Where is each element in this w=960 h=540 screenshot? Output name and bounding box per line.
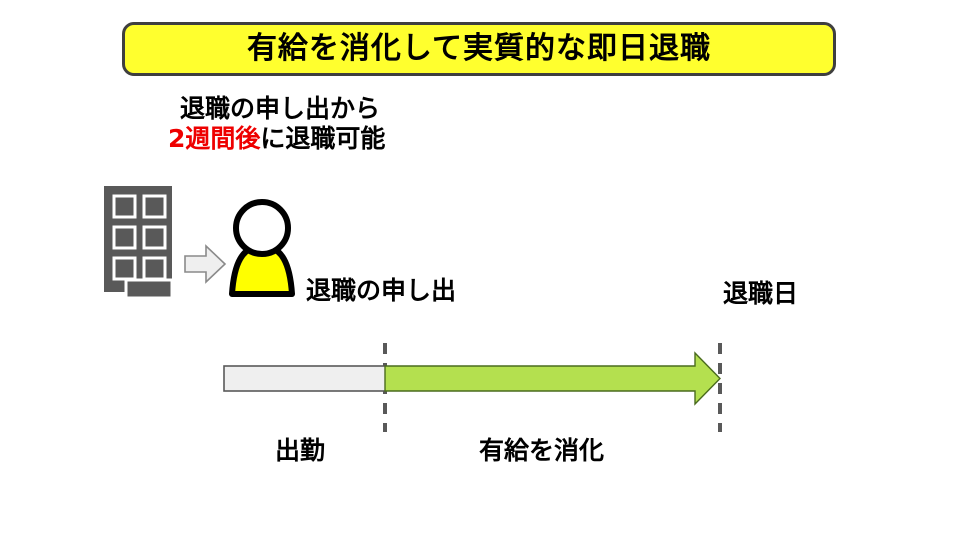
subtitle-remainder: に退職可能 — [260, 123, 386, 153]
timeline-segment-label-working: 出勤 — [275, 436, 326, 465]
subtitle-line-1: 退職の申し出から — [180, 94, 381, 123]
office-building-icon — [100, 180, 180, 300]
page-title: 有給を消化して実質的な即日退職 — [246, 31, 712, 66]
timeline-graphic — [200, 270, 880, 490]
timeline-marker-label-apply: 退職の申し出 — [306, 276, 457, 305]
subtitle-block: 退職の申し出から 2週間後に退職可能 — [168, 94, 498, 153]
person-icon — [216, 196, 308, 300]
timeline-segment-label-paid-leave: 有給を消化 — [479, 436, 605, 465]
subtitle-line-2: 2週間後に退職可能 — [168, 124, 498, 154]
timeline-marker-label-leave-date: 退職日 — [723, 279, 799, 308]
right-block-arrow-icon — [182, 243, 228, 285]
subtitle-highlight: 2週間後 — [168, 123, 261, 153]
title-banner: 有給を消化して実質的な即日退職 — [122, 22, 836, 76]
